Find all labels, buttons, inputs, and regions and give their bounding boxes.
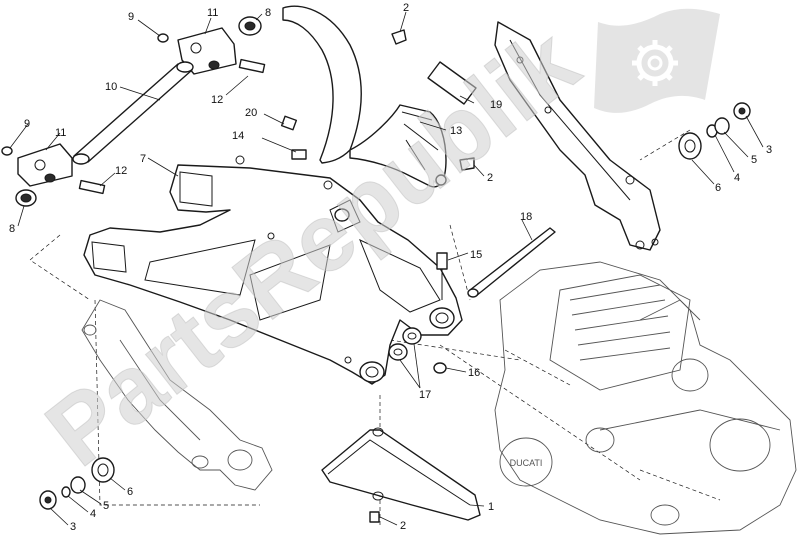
- callout-8-left: 8: [9, 223, 15, 235]
- callout-17: 17: [419, 389, 431, 401]
- bushing-stack-bottom: [39, 457, 115, 510]
- callout-12-top: 12: [211, 94, 223, 106]
- callout-11-left: 11: [55, 127, 66, 139]
- spacer-8-left: [15, 189, 37, 207]
- rear-axle: [72, 61, 194, 165]
- callout-4-bottom: 4: [90, 508, 96, 520]
- callout-5-bottom: 5: [103, 500, 109, 512]
- callout-6-bottom: 6: [127, 486, 133, 498]
- callout-9-top: 9: [128, 11, 134, 23]
- ducati-badge-text: DUCATI: [510, 458, 543, 468]
- callout-labels: 9 11 8 2 10 12 19 20 3 13 5 14 9 11 4 6 …: [9, 2, 772, 533]
- rear-mudguard: [282, 5, 447, 188]
- callout-8-top: 8: [265, 7, 271, 19]
- spacer-8-top: [238, 16, 262, 36]
- bolt-14: [291, 149, 307, 160]
- callout-5-right: 5: [751, 154, 757, 166]
- callout-16: 16: [468, 367, 480, 379]
- leader-lines: [9, 11, 764, 526]
- bolt-2-bottom: [369, 511, 380, 523]
- callout-1: 1: [488, 501, 494, 513]
- callout-10: 10: [105, 81, 117, 93]
- callout-2-mid: 2: [487, 172, 493, 184]
- bolt-2-mid: [459, 157, 475, 171]
- callout-3-bottom: 3: [70, 521, 76, 533]
- callout-6-right: 6: [715, 182, 721, 194]
- engine-ghost: DUCATI: [494, 261, 797, 535]
- callout-4-right: 4: [734, 172, 740, 184]
- callout-2-bottom: 2: [400, 520, 406, 532]
- callout-12-left: 12: [115, 165, 127, 177]
- callout-9-left: 9: [24, 118, 30, 130]
- callout-19: 19: [490, 99, 502, 111]
- spacer-17: [388, 327, 422, 361]
- upper-frame-bracket: [494, 21, 661, 251]
- bolt-2-top: [391, 29, 407, 45]
- callout-3-right: 3: [766, 144, 772, 156]
- reflector-plate: [427, 61, 477, 105]
- callout-7: 7: [140, 153, 146, 165]
- callout-20: 20: [245, 107, 257, 119]
- nut-16: [433, 362, 447, 374]
- pivot-shaft: [467, 227, 556, 298]
- callout-11-top: 11: [207, 7, 218, 19]
- gear-flag-logo: [594, 8, 720, 113]
- chain-adjuster-upper: [177, 27, 266, 75]
- callout-2-top: 2: [403, 2, 409, 14]
- bushing-stack-right: [678, 102, 751, 160]
- callout-15: 15: [470, 249, 482, 261]
- washer-9-top: [157, 33, 169, 43]
- clip-20: [280, 115, 298, 131]
- callout-14: 14: [232, 130, 244, 142]
- washer-9-left: [1, 146, 13, 156]
- callout-18: 18: [520, 211, 532, 223]
- chain-guide: [321, 427, 481, 521]
- bolt-15: [436, 252, 448, 300]
- callout-13: 13: [450, 125, 462, 137]
- swingarm: [83, 155, 463, 385]
- chain-adjuster-left: [17, 143, 106, 195]
- footpeg-bracket-left: [81, 299, 273, 491]
